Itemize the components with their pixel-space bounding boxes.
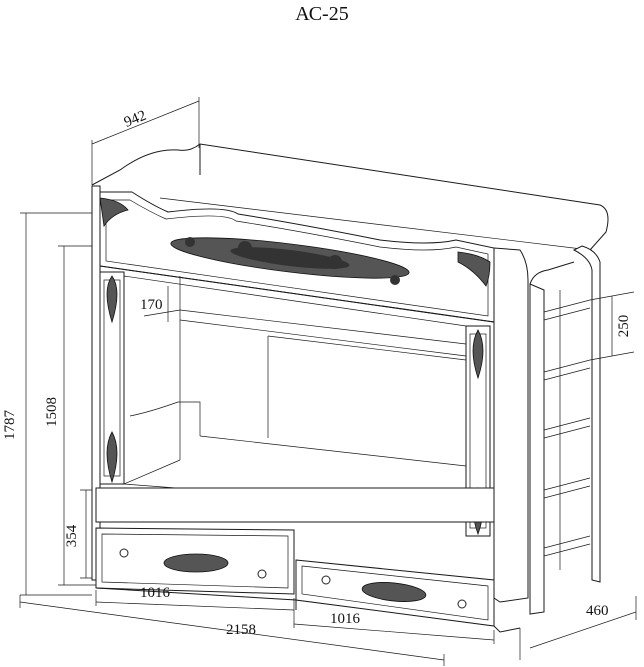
- dimension-label-250: 250: [616, 315, 632, 338]
- dimension-drawer-left-width: 1016: [95, 585, 295, 612]
- drawer-left-knob-2: [257, 569, 267, 579]
- bed-frame: [91, 143, 609, 633]
- drawer-right-knob-1: [321, 575, 331, 585]
- dimension-label-2158: 2158: [226, 622, 256, 638]
- pilaster-ornament-right-top: [472, 329, 484, 380]
- dimension-width-top: 942: [91, 97, 200, 185]
- dimension-step-spacing: 250: [589, 291, 635, 361]
- corner-ornament-left: [99, 197, 129, 228]
- dimension-label-460: 460: [586, 603, 609, 619]
- crown-ornament: [170, 237, 410, 285]
- drawer-right-ornament: [361, 582, 427, 602]
- dimension-total-height: 1787: [2, 212, 92, 596]
- drawer-left: [95, 527, 295, 595]
- drawing-title: АС-25: [295, 3, 348, 25]
- dimension-label-1016-left: 1016: [140, 585, 171, 601]
- corner-ornament-right: [457, 251, 491, 287]
- dimension-label-354: 354: [64, 524, 80, 547]
- dimension-label-1508: 1508: [44, 397, 60, 427]
- dimension-label-1787: 1787: [2, 410, 18, 441]
- dimension-depth: 460: [519, 596, 637, 660]
- dimension-label-942: 942: [122, 108, 149, 131]
- dimension-drawer-right-width: 1016: [293, 611, 495, 644]
- pilaster-ornament-left-bottom: [106, 431, 118, 484]
- pilaster-ornament-left-top: [106, 275, 118, 324]
- drawer-left-knob-1: [119, 548, 129, 558]
- dimension-label-170: 170: [140, 297, 163, 313]
- dimension-label-1016-right: 1016: [330, 611, 361, 627]
- drawer-right: [295, 559, 495, 627]
- drawer-right-knob-2: [457, 599, 467, 609]
- drawer-left-ornament: [163, 553, 229, 573]
- ladder-side: [529, 245, 601, 615]
- dimension-shelf-height: 170: [140, 286, 181, 322]
- dimension-drawer-height: 354: [64, 489, 98, 579]
- dimension-total-length: 2158: [19, 595, 445, 666]
